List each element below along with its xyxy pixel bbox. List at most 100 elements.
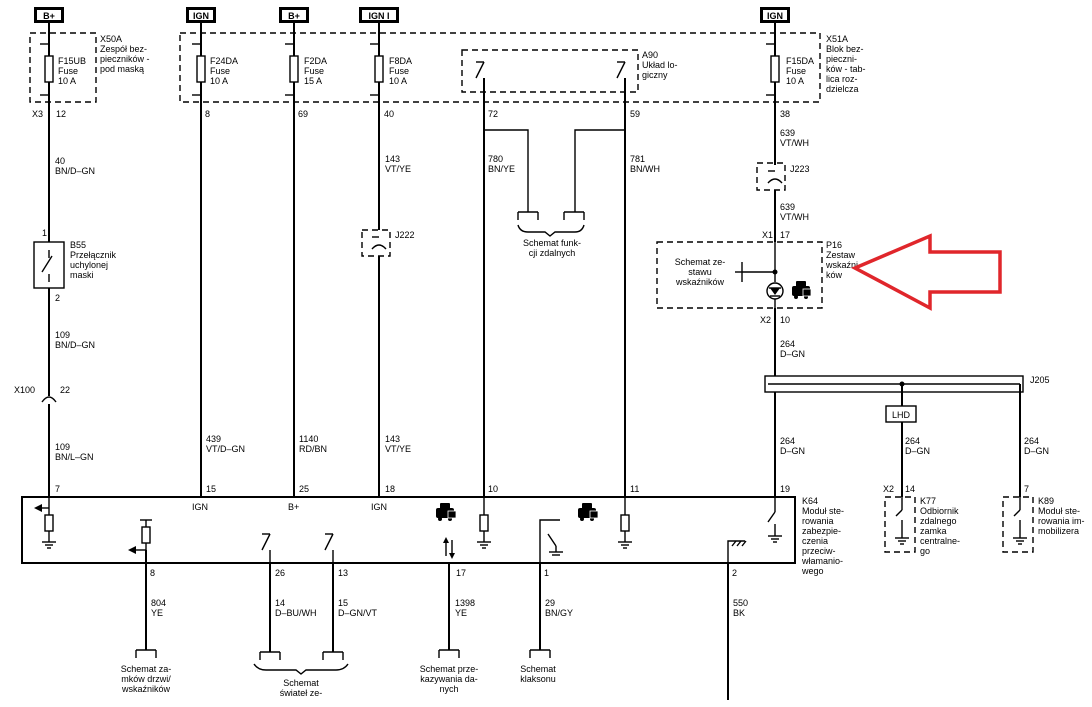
diagram-label: włamanio- [801, 556, 843, 566]
diagram-label: nych [439, 684, 458, 694]
diagram-label: 109 [55, 442, 70, 452]
diagram-label: wskaźników [121, 684, 171, 694]
diagram-label: 17 [456, 568, 466, 578]
terminal-marks [40, 43, 775, 96]
diagram-label: uchylonej [70, 260, 108, 270]
diagram-label: 1140 [299, 434, 318, 444]
diagram-label: 15 A [304, 76, 322, 86]
lights-schematic-link: Schemat świateł ze- [253, 651, 349, 698]
diagram-label: X100 [14, 385, 35, 395]
red-arrow-icon [850, 233, 1002, 311]
pin-40: 40 [384, 109, 394, 119]
diagram-label: 10 A [210, 76, 228, 86]
a90-desc-2: giczny [642, 70, 668, 80]
diagram-label: Fuse [58, 66, 78, 76]
diagram-label: Fuse [389, 66, 409, 76]
diagram-label: K77 [920, 496, 936, 506]
diagram-label: F24DA [210, 56, 238, 66]
diagram-label: J222 [395, 230, 415, 240]
diagram-label: go [920, 546, 930, 556]
diagram-label: 10 A [58, 76, 76, 86]
diagram-label: LHD [892, 410, 911, 420]
diagram-label: BN/L–GN [55, 452, 94, 462]
diagram-label: X2 [760, 315, 771, 325]
diagram-label: Schemat prze- [420, 664, 479, 674]
diagram-label: VT/YE [385, 444, 411, 454]
power-ign-2: IGN [760, 7, 790, 40]
diagram-label: 10 [488, 484, 498, 494]
power-label: IGN I [368, 11, 389, 21]
j223-splice: J223 [756, 162, 810, 191]
diagram-label: D–GN [780, 349, 805, 359]
pin-59: 59 [630, 109, 640, 119]
diagram-label: maski [70, 270, 94, 280]
diagram-label: 109 [55, 330, 70, 340]
diagram-label: 264 [1024, 436, 1039, 446]
diagram-label: Fuse [304, 66, 324, 76]
power-label: IGN [193, 11, 209, 21]
power-b-plus-1: B+ [34, 7, 64, 40]
power-b-plus-2: B+ [279, 7, 309, 40]
pin-8: 8 [205, 109, 210, 119]
diagram-label: 2 [55, 293, 60, 303]
diagram-label: 19 [780, 484, 790, 494]
diagram-label: J205 [1030, 375, 1050, 385]
fuse-box-x51a [179, 32, 821, 103]
fuse-f15da: F15DA Fuse 10 A [770, 40, 814, 110]
x51a-desc-5: dzielcza [826, 84, 859, 94]
doors-schematic-link: Schemat za- mków drzwi/ wskaźników [121, 649, 172, 694]
diagram-label: Schemat [283, 678, 319, 688]
diagram-label: Fuse [210, 66, 230, 76]
j222-splice: J222 [361, 229, 415, 257]
diagram-label: P16 [826, 240, 842, 250]
diagram-label: Moduł ste- [802, 506, 844, 516]
diagram-label: X1 [762, 230, 773, 240]
diagram-label: 18 [385, 484, 395, 494]
diagram-label: 439 [206, 434, 221, 444]
diagram-label: 639 [780, 128, 795, 138]
diagram-label: K64 [802, 496, 818, 506]
diagram-label: 7 [55, 484, 60, 494]
diagram-label: 10 A [786, 76, 804, 86]
diagram-label: Fuse [786, 66, 806, 76]
diagram-label: 15 [206, 484, 216, 494]
diagram-label: mobilizera [1038, 526, 1079, 536]
a90-label: A90 [642, 50, 658, 60]
diagram-label: IGN [192, 502, 208, 512]
pin-x3: X3 [32, 109, 43, 119]
x51a-desc-3: ków - tab- [826, 64, 866, 74]
a90-switches [475, 61, 626, 110]
diagram-label: YE [151, 608, 163, 618]
diagram-label: D–GN/VT [338, 608, 378, 618]
x51a-label: X51A [826, 34, 848, 44]
diagram-label: F8DA [389, 56, 412, 66]
diagram-label: Przełącznik [70, 250, 117, 260]
diagram-label: RD/BN [299, 444, 327, 454]
a90-desc-1: Układ lo- [642, 60, 678, 70]
diagram-label: centralne- [920, 536, 960, 546]
fuse-f2da: F2DA Fuse 15 A [289, 40, 327, 110]
diagram-label: 14 [275, 598, 285, 608]
b55-hood-switch: 1 2 B55 Przełącznik uchylonej maski [33, 228, 117, 303]
diagram-label: VT/WH [780, 138, 809, 148]
pin-69: 69 [298, 109, 308, 119]
diagram-label: D–GN [905, 446, 930, 456]
diagram-label: 25 [299, 484, 309, 494]
x51a-desc-1: Blok bez- [826, 44, 864, 54]
diagram-label: Schemat funk- [523, 238, 581, 248]
diagram-label: Moduł ste- [1038, 506, 1080, 516]
remote-functions-link: Schemat funk- cji zdalnych [484, 129, 625, 258]
diagram-label: 804 [151, 598, 166, 608]
x50a-desc-1: Zespół bez- [100, 44, 147, 54]
diagram-label: czenia [802, 536, 828, 546]
diagram-label: zabezpie- [802, 526, 841, 536]
diagram-label: Schemat za- [121, 664, 172, 674]
pin-12: 12 [56, 109, 66, 119]
pin-72: 72 [488, 109, 498, 119]
data-schematic-link: Schemat prze- kazywania da- nych [420, 649, 479, 694]
diagram-label: 1398 [455, 598, 475, 608]
diagram-label: mków drzwi/ [121, 674, 171, 684]
fuse-f8da: F8DA Fuse 10 A [374, 40, 412, 110]
horn-schematic-link: Schemat klaksonu [520, 649, 556, 684]
